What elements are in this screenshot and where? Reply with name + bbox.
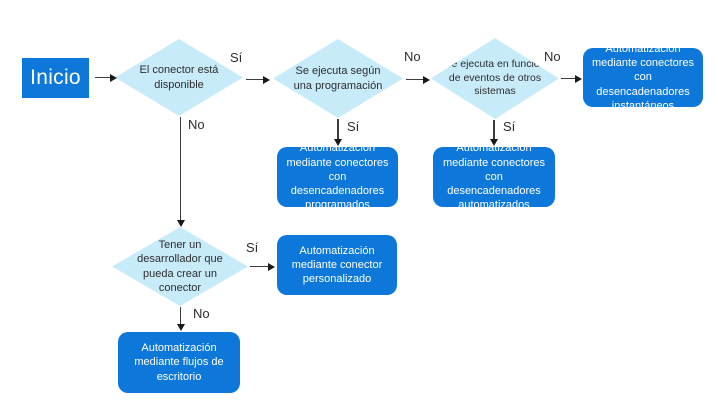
edge-label-no: No [404,49,421,64]
edge-line [406,78,424,80]
decision-conector-disponible: El conector está disponible [115,39,243,116]
arrowhead-right-icon [575,74,582,83]
edge-line [493,120,495,140]
arrowhead-right-icon [268,262,275,271]
outcome-flujos-escritorio: Automatización mediante flujos de escrit… [118,332,240,393]
outcome-label: Automatización mediante conectores con d… [442,142,546,212]
outcome-label: Automatización mediante conectores con d… [286,142,389,212]
decision-segun-programacion: Se ejecuta según una programación [273,39,403,118]
outcome-label: Automatización mediante conector persona… [291,244,383,286]
decision-label: Se ejecuta según una programación [293,65,383,92]
edge-line [95,76,111,78]
outcome-desencadenadores-instantaneos: Automatización mediante conectores con d… [583,43,703,112]
edge-label-no: No [193,306,210,321]
edge-label-no: No [544,49,561,64]
decision-eventos-otros-sistemas: Se ejecuta en función de eventos de otro… [431,38,559,119]
edge-label-no: No [188,117,205,132]
arrowhead-down-icon [176,324,185,331]
edge-line [179,307,181,325]
outcome-desencadenadores-programados: Automatización mediante conectores con d… [277,142,398,211]
decision-desarrollador-conector: Tener un desarrollador que pueda crear u… [112,227,248,306]
edge-line [179,117,181,221]
decision-label: Tener un desarrollador que pueda crear u… [137,238,223,294]
edge-label-si: Sí [347,119,360,134]
outcome-desencadenadores-automatizados: Automatización mediante conectores con d… [433,142,555,211]
edge-line [337,119,339,140]
edge-label-si: Sí [503,119,516,134]
arrowhead-down-icon [334,139,342,146]
start-node: Inicio [22,58,89,98]
outcome-label: Automatización mediante flujos de escrit… [134,342,224,383]
decision-label: El conector está disponible [139,64,219,91]
edge-line [561,77,576,79]
start-node-label: Inicio [30,66,81,89]
arrowhead-down-icon [176,220,185,227]
arrowhead-right-icon [110,73,117,82]
outcome-label: Automatización mediante conectores con d… [591,42,695,112]
edge-line [246,78,264,80]
edge-label-si: Sí [230,50,243,65]
outcome-conector-personalizado: Automatización mediante conector persona… [277,235,397,295]
edge-line [250,265,269,267]
arrowhead-right-icon [423,75,430,84]
decision-label: Se ejecuta en función de eventos de otro… [444,58,546,98]
arrowhead-right-icon [263,75,270,84]
arrowhead-down-icon [490,139,498,146]
edge-label-si: Sí [246,240,259,255]
